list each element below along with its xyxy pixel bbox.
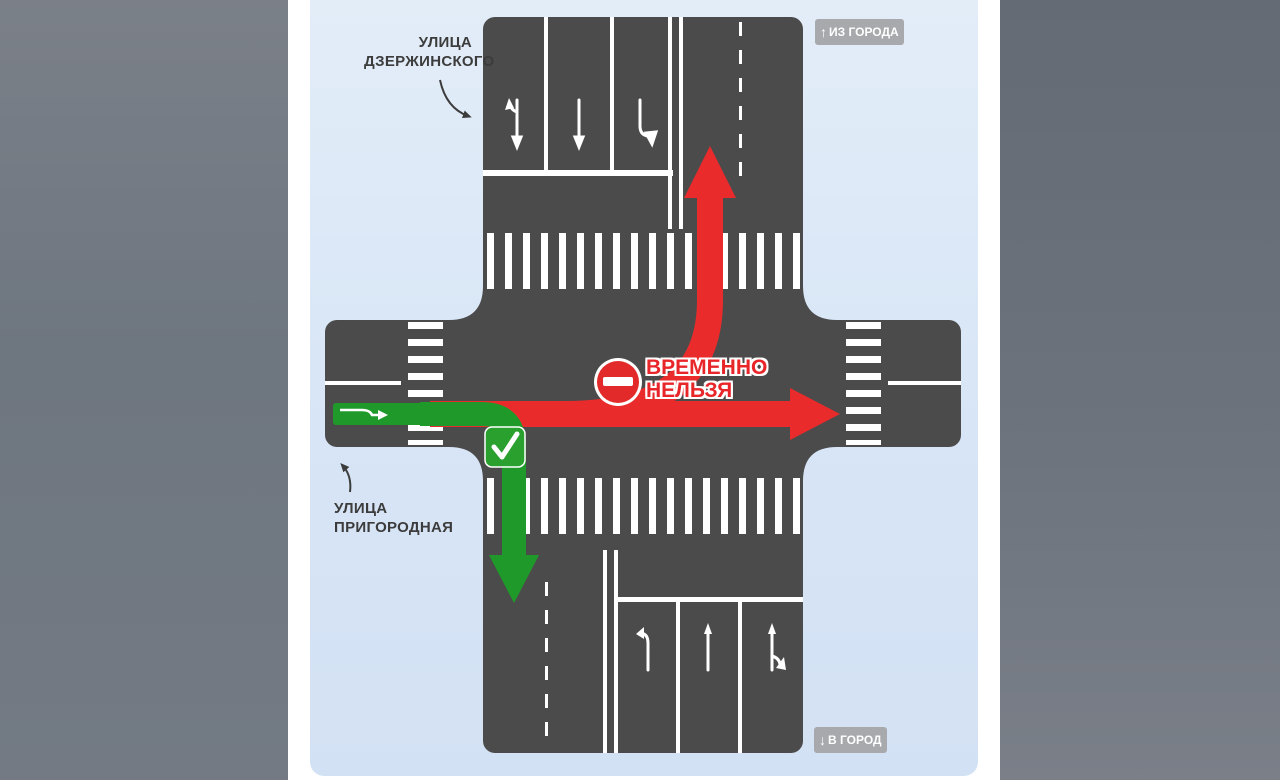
crosswalk-east (846, 322, 881, 445)
west-turn-lane-marking (333, 403, 423, 425)
crosswalk-north (487, 233, 800, 289)
no-entry-icon (594, 358, 642, 406)
temporarily-forbidden-label: ВРЕМЕННО НЕЛЬЗЯ (646, 356, 767, 402)
from-city-badge: ↑ ИЗ ГОРОДА (815, 19, 904, 45)
warning-line1: ВРЕМЕННО (646, 356, 768, 379)
to-city-badge: ↓ В ГОРОД (814, 727, 887, 753)
street-label-dzerzhinskogo-line2: ДЗЕРЖИНСКОГО (364, 53, 495, 70)
horizontal-lane-lines (325, 381, 961, 385)
north-lane-markings (483, 17, 742, 229)
street-label-dzerzhinskogo: УЛИЦА ДЗЕРЖИНСКОГО (364, 33, 495, 71)
street-label-prigorodnaya: УЛИЦА ПРИГОРОДНАЯ (334, 499, 453, 537)
street-label-prigorodnaya-line1: УЛИЦА (334, 500, 388, 517)
south-lane-markings (545, 550, 803, 753)
north-lane-arrows (505, 98, 659, 152)
down-arrow-icon: ↓ (819, 732, 826, 748)
to-city-label: В ГОРОД (828, 733, 882, 747)
up-arrow-icon: ↑ (820, 24, 827, 40)
check-mark-icon (484, 426, 526, 468)
from-city-label: ИЗ ГОРОДА (829, 25, 899, 39)
street-label-dzerzhinskogo-line1: УЛИЦА (418, 34, 472, 51)
south-lane-arrows (636, 623, 786, 672)
road-surface (325, 17, 961, 753)
label-pointer-arrows (340, 79, 472, 493)
blurred-background-left (0, 0, 288, 780)
warning-line2: НЕЛЬЗЯ (646, 379, 733, 402)
blurred-background-right (1000, 0, 1280, 780)
street-label-prigorodnaya-line2: ПРИГОРОДНАЯ (334, 519, 454, 536)
